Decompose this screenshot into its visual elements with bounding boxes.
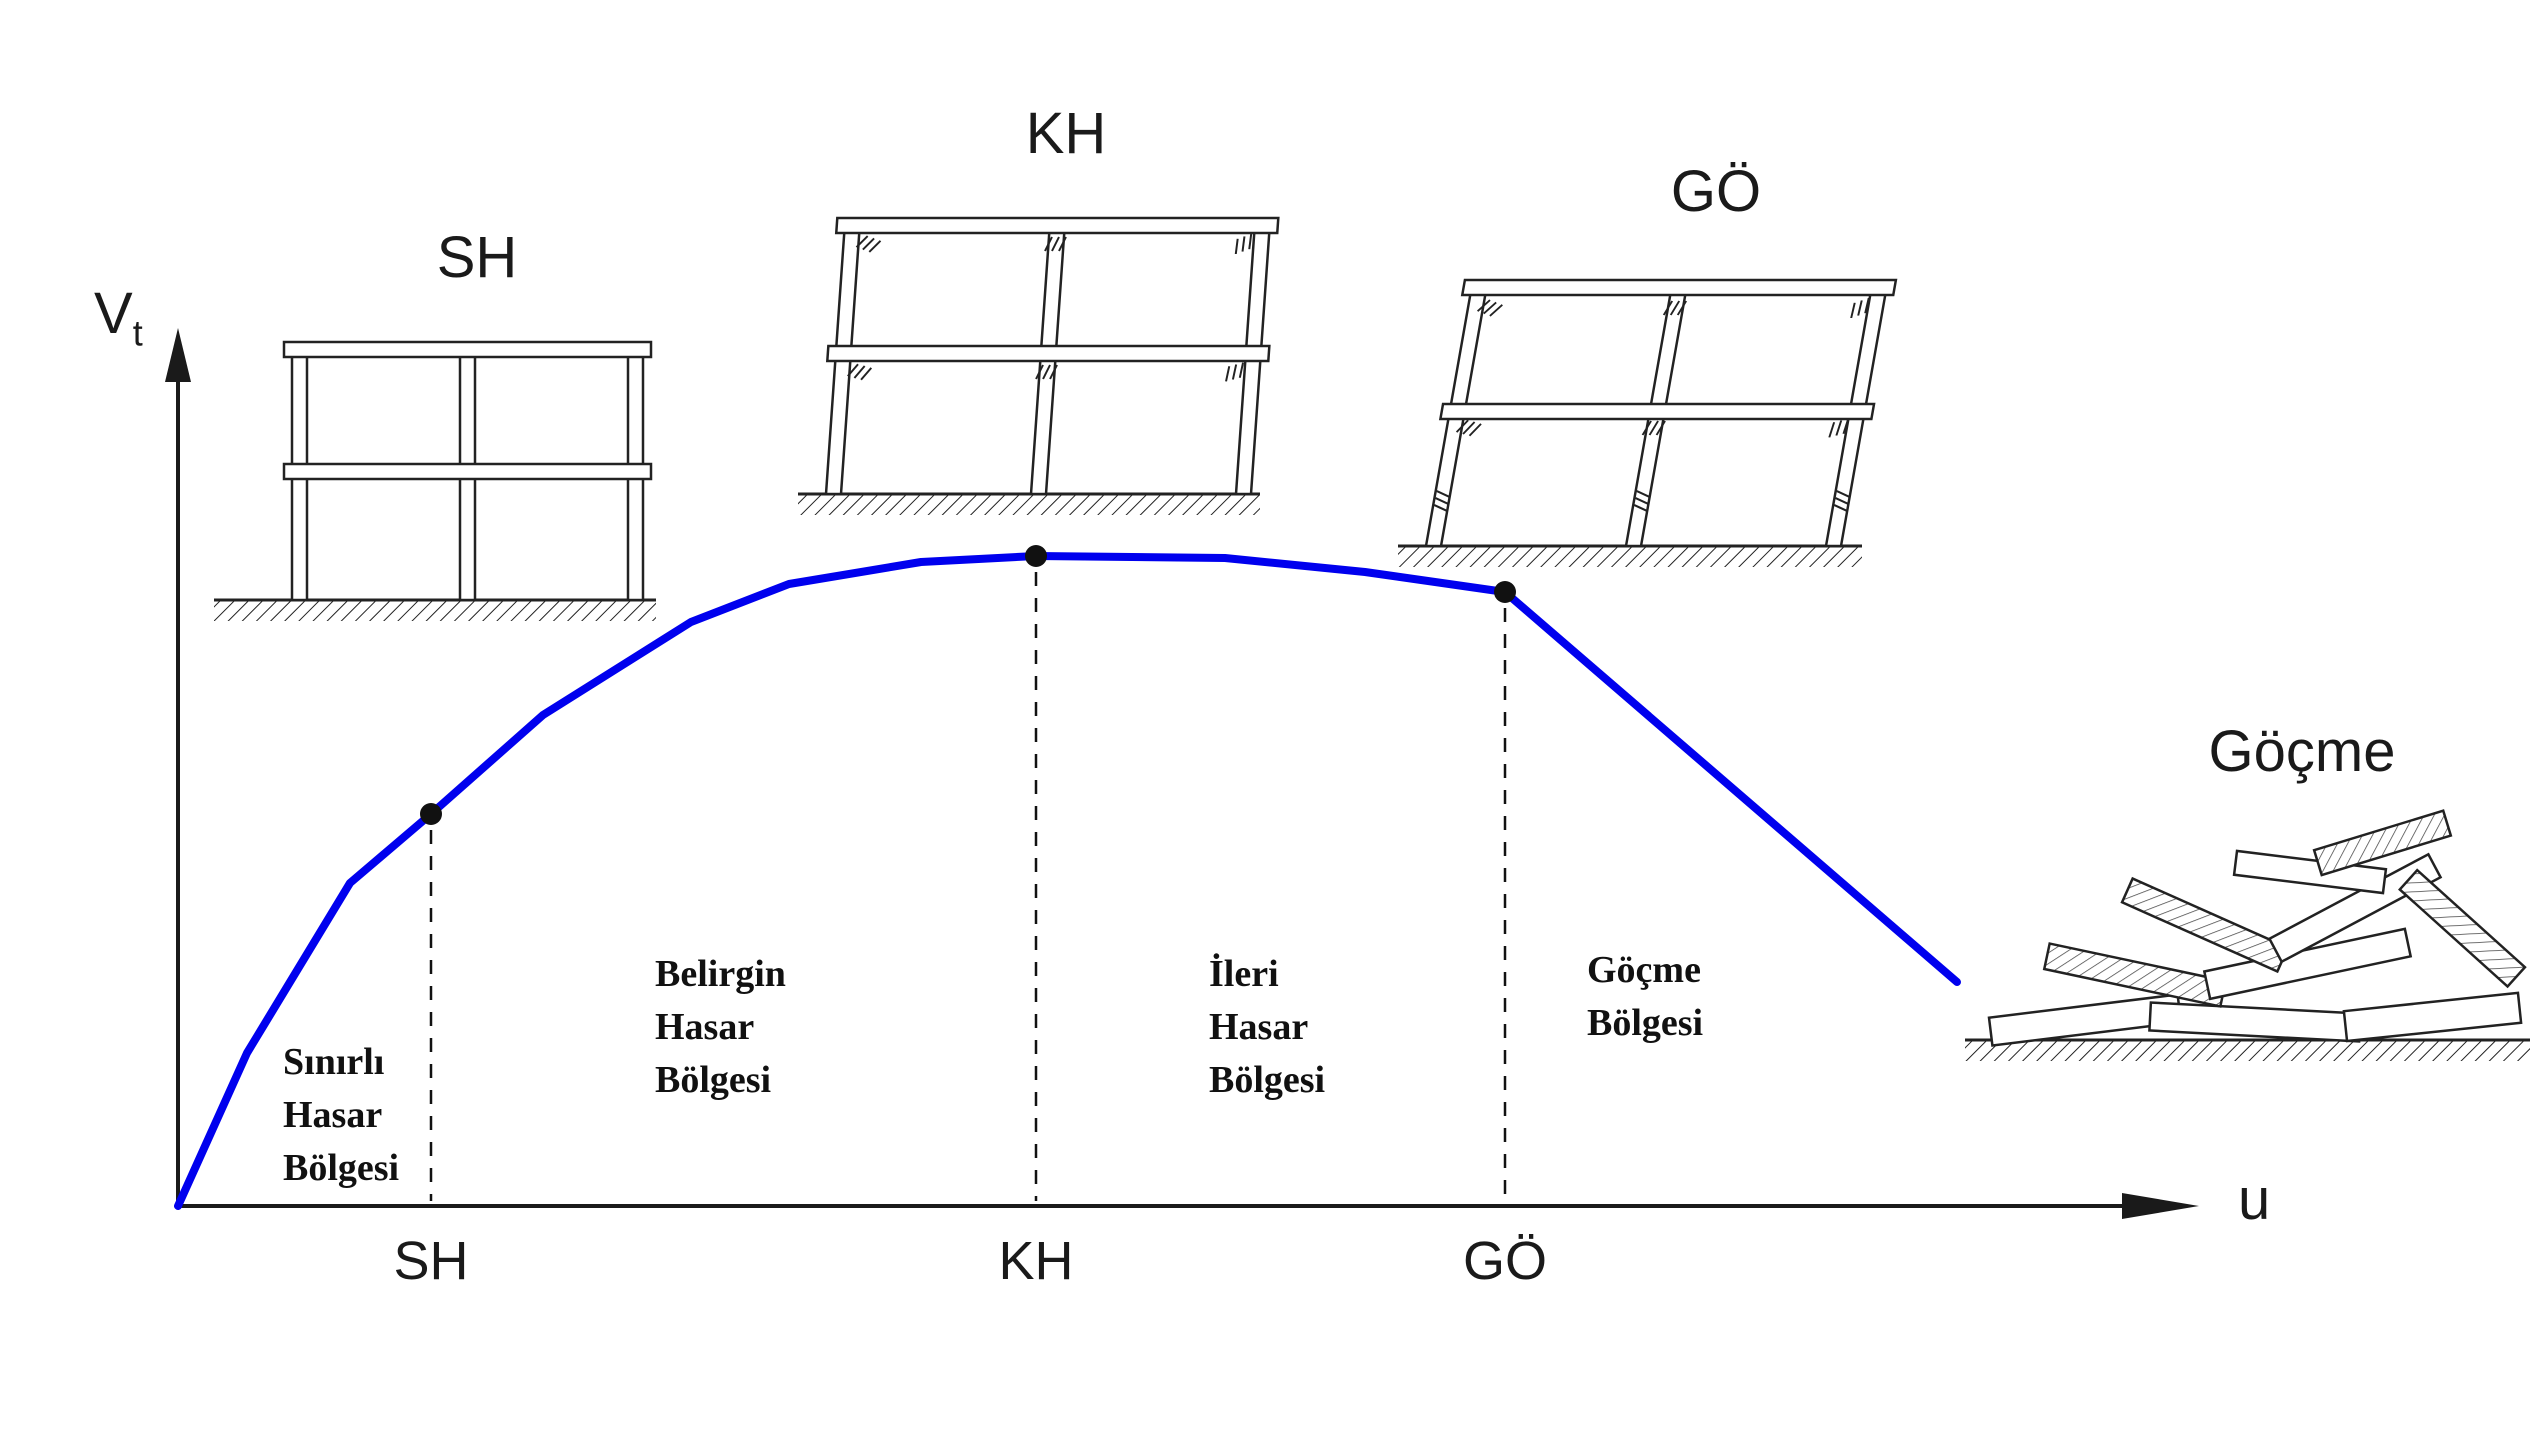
x-axis-arrowhead <box>2122 1193 2199 1219</box>
zone-line: Bölgesi <box>1209 1059 1326 1101</box>
rubble-pieces <box>1987 809 2527 1047</box>
sh-frame <box>282 340 653 602</box>
zone-line: Bölgesi <box>655 1059 772 1101</box>
zone-label-ileri-hasar: İleri Hasar Bölgesi <box>1209 948 1325 1107</box>
go-ground-hatch <box>1398 547 1862 567</box>
x-axis-label: u <box>2238 1167 2271 1232</box>
zone-line: Göçme <box>1587 949 1701 991</box>
curve-marker-dot-kh <box>1025 545 1047 567</box>
sh-building-sketch <box>214 340 656 621</box>
go-frame <box>1424 278 1898 548</box>
kh-building-sketch <box>798 216 1280 515</box>
capacity-curve <box>174 552 1961 1210</box>
zone-line: İleri <box>1209 953 1279 995</box>
curve-marker-dot-go <box>1494 581 1516 603</box>
go-building-sketch <box>1398 278 1898 567</box>
sketch-title-kh: KH <box>1025 101 1107 166</box>
y-axis-arrowhead <box>165 328 191 382</box>
x-tick-sh: SH <box>393 1231 469 1291</box>
zone-line: Hasar <box>655 1006 755 1048</box>
sketch-title-gocme: Göçme <box>2208 719 2396 784</box>
y-axis-label-main: V <box>94 281 133 346</box>
x-tick-go: GÖ <box>1462 1231 1548 1291</box>
zone-label-gocme-bolgesi: Göçme Bölgesi <box>1587 944 1703 1050</box>
sketch-title-sh: SH <box>436 225 518 290</box>
marker-dashed-lines <box>429 572 1507 1201</box>
kh-ground-hatch <box>798 495 1260 515</box>
zone-label-sinirli-hasar: Sınırlı Hasar Bölgesi <box>283 1036 399 1195</box>
zone-line: Bölgesi <box>1587 1002 1704 1044</box>
zone-line: Belirgin <box>655 953 786 995</box>
zone-line: Hasar <box>1209 1006 1309 1048</box>
kh-frame <box>824 216 1280 496</box>
zone-line: Sınırlı <box>283 1041 385 1083</box>
rubble-ground-hatch <box>1965 1041 2530 1061</box>
y-axis-label-subscript: t <box>132 312 143 354</box>
zone-line: Bölgesi <box>283 1147 400 1189</box>
zone-label-belirgin-hasar: Belirgin Hasar Bölgesi <box>655 948 786 1107</box>
sh-ground-hatch <box>214 601 656 621</box>
curve-marker-dot-sh <box>420 803 442 825</box>
x-tick-kh: KH <box>998 1231 1074 1291</box>
axes <box>165 328 2199 1219</box>
zone-line: Hasar <box>283 1094 383 1136</box>
sketch-title-go: GÖ <box>1670 159 1762 224</box>
y-axis-label: Vt <box>94 280 143 355</box>
curve-marker-dots <box>420 545 1516 825</box>
collapse-rubble-sketch <box>1965 809 2530 1061</box>
